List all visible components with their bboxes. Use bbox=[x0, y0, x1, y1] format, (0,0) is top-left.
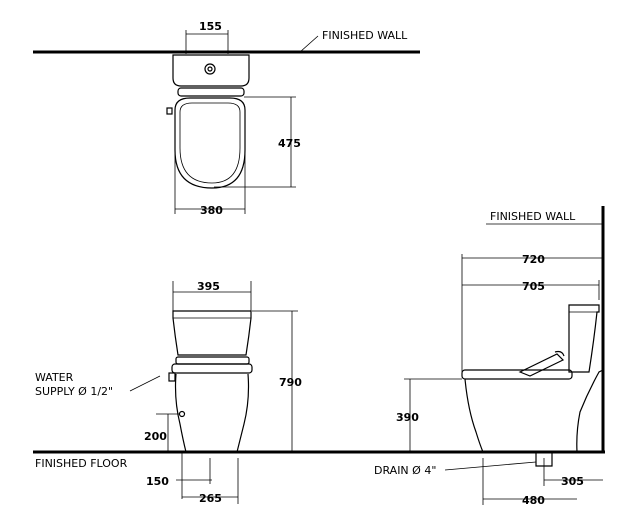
side-seat bbox=[461, 369, 573, 380]
wall-leader bbox=[299, 35, 319, 53]
water-supply-leader bbox=[129, 375, 161, 392]
plan-view: FINISHED WALL 155 475 380 bbox=[33, 20, 420, 217]
front-seat-hinge bbox=[168, 372, 176, 382]
dim-720-label: 720 bbox=[522, 253, 545, 266]
finished-wall-label-top: FINISHED WALL bbox=[322, 29, 408, 42]
dim-305-label: 305 bbox=[561, 475, 584, 488]
front-seat-lid bbox=[175, 356, 250, 365]
plan-seat-inner bbox=[179, 102, 241, 184]
plan-tank bbox=[172, 54, 250, 87]
dim-390-label: 390 bbox=[396, 411, 419, 424]
flush-button-icon bbox=[204, 63, 216, 75]
dim-150-label: 150 bbox=[146, 475, 169, 488]
water-supply-label-2: SUPPLY Ø 1/2" bbox=[35, 385, 113, 398]
plan-seat-outline bbox=[174, 97, 246, 189]
side-tank bbox=[568, 304, 600, 373]
drain-label: DRAIN Ø 4" bbox=[374, 464, 436, 477]
dim-380-label: 380 bbox=[200, 204, 223, 217]
dim-705-label: 705 bbox=[522, 280, 545, 293]
front-view: FINISHED FLOOR 395 WATER SUPPLY Ø 1/2" 2… bbox=[33, 280, 605, 505]
plan-seat-hinge bbox=[177, 87, 245, 97]
dim-475-label: 475 bbox=[278, 137, 301, 150]
dim-200-label: 200 bbox=[144, 430, 167, 443]
drain-leader bbox=[444, 461, 537, 471]
dim-265-label: 265 bbox=[199, 492, 222, 505]
side-seat-lid-raised bbox=[518, 353, 565, 377]
water-supply-point-icon bbox=[178, 410, 186, 418]
dim-155-label: 155 bbox=[199, 20, 222, 33]
flush-button-inner-icon bbox=[207, 66, 213, 72]
finished-wall-label-side: FINISHED WALL bbox=[490, 210, 576, 223]
water-supply-label-1: WATER bbox=[35, 371, 74, 384]
dim-395-label: 395 bbox=[197, 280, 220, 293]
side-view: FINISHED WALL 720 705 390 DRAIN Ø 4" bbox=[374, 206, 605, 507]
dim-480-label: 480 bbox=[522, 494, 545, 507]
front-seat-ring bbox=[171, 363, 253, 374]
plan-side-knob bbox=[166, 107, 173, 115]
front-tank bbox=[172, 310, 252, 356]
side-bowl bbox=[464, 369, 604, 453]
side-seat-hinge bbox=[554, 350, 565, 357]
finished-floor-label: FINISHED FLOOR bbox=[35, 457, 128, 470]
front-bowl bbox=[174, 373, 250, 453]
dim-790-label: 790 bbox=[279, 376, 302, 389]
